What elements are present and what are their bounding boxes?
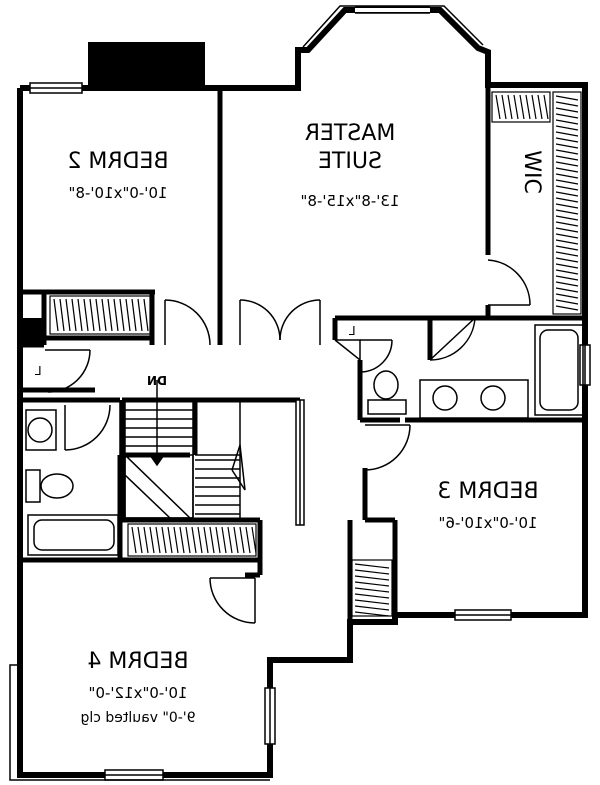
room-name-wic: WIC (519, 150, 544, 194)
windows (29, 82, 591, 781)
wic-shelving (491, 91, 582, 315)
room-dims-master: 13'-8"x15'-8" (300, 192, 399, 210)
stair-direction-label: DN (147, 374, 167, 388)
thin-walls (119, 339, 361, 526)
bedrm2-closet-shelving (49, 295, 151, 335)
bay-window (302, 5, 484, 48)
door-swings (45, 259, 531, 624)
room-name-master-line2: SUITE (318, 149, 382, 174)
room-name-bedrm3: BEDRM 3 (437, 479, 538, 504)
bedrm4-bumpout (9, 664, 270, 781)
room-dims-bedrm4: 10'-0"x12'-0" (88, 684, 187, 702)
bath-fixtures (25, 324, 584, 556)
linen-mark-master: L (349, 324, 356, 338)
room-labels: MASTER SUITE 13'-8"x15'-8" BEDRM 2 10'-0… (35, 121, 544, 726)
linen-mark-hall: L (35, 364, 42, 378)
hall-closet-shelving (127, 523, 257, 557)
room-name-bedrm2: BEDRM 2 (67, 149, 168, 174)
room-dims-bedrm2: 10'-0"x10'-8" (68, 184, 167, 202)
stairs (124, 380, 246, 520)
bedrm3-closet-shelving (351, 559, 393, 617)
exterior-walls (17, 7, 588, 778)
room-dims-bedrm3: 10'-0"x10'-6" (438, 514, 537, 532)
room-note-bedrm4: 9'-0" vaulted clg (80, 710, 195, 726)
closet-corner-block (20, 318, 46, 345)
room-name-master: MASTER (305, 121, 396, 146)
room-name-bedrm4: BEDRM 4 (87, 649, 188, 674)
chimney (88, 42, 205, 88)
